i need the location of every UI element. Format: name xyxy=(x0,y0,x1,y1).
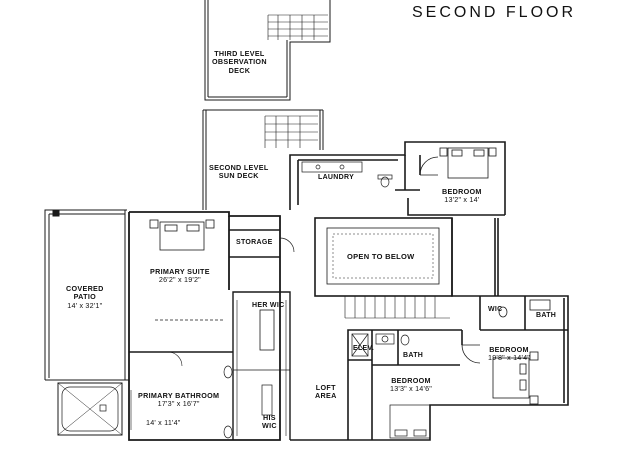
sun-deck-outline xyxy=(202,109,324,210)
bath-e-label: BATH xyxy=(536,312,557,319)
north-rooms-walls xyxy=(289,141,506,216)
bath-dims-label: 14' x 11'4" xyxy=(146,418,181,427)
bedroom-e-label: BEDROOM 19'8" x 14'4" xyxy=(488,345,531,363)
primary-bathroom-label: PRIMARY BATHROOM 17'3" x 16'7" xyxy=(138,391,220,409)
east-wing-walls xyxy=(290,218,569,441)
stair-middle xyxy=(264,115,318,148)
laundry-label: LAUNDRY xyxy=(318,174,355,181)
observation-deck-label: THIRD LEVEL OBSERVATION DECK xyxy=(212,49,267,75)
her-wic-walls xyxy=(232,291,291,440)
bedroom-e-bed xyxy=(461,299,551,405)
bedroom-s-label: BEDROOM 13'3" x 14'6" xyxy=(390,376,433,394)
primary-suite-bed xyxy=(149,219,225,321)
bedroom-ne-bed xyxy=(419,147,497,179)
sun-deck-label: SECOND LEVEL SUN DECK xyxy=(209,163,269,181)
bedroom-ne-label: BEDROOM 13'2" x 14' xyxy=(442,187,482,205)
floor-title: SECOND FLOOR xyxy=(412,4,577,21)
loft-label: LOFT AREA xyxy=(315,383,337,401)
laundry-fixtures xyxy=(301,161,393,188)
wic-label: WIC xyxy=(488,306,503,313)
stair-upper xyxy=(267,14,328,40)
primary-bathroom-walls xyxy=(57,351,233,439)
storage-label: STORAGE xyxy=(236,239,273,246)
her-wic-label: HER WIC xyxy=(252,302,285,309)
bath-c-label: BATH xyxy=(403,352,424,359)
open-to-below-label: OPEN TO BELOW xyxy=(347,252,415,261)
covered-patio-label: COVERED PATIO 14' x 32'1" xyxy=(66,284,104,310)
elev-label: ELEV. xyxy=(353,345,375,352)
patio-column xyxy=(52,209,60,217)
central-walls xyxy=(347,329,462,440)
central-fixtures xyxy=(351,333,431,439)
stair-main xyxy=(344,296,450,319)
primary-suite-walls xyxy=(128,211,281,441)
his-wic-label: HIS WIC xyxy=(262,413,277,431)
storage-walls xyxy=(229,229,295,258)
primary-suite-label: PRIMARY SUITE 26'2" x 19'2" xyxy=(150,267,210,285)
observation-deck-outline xyxy=(204,0,331,101)
